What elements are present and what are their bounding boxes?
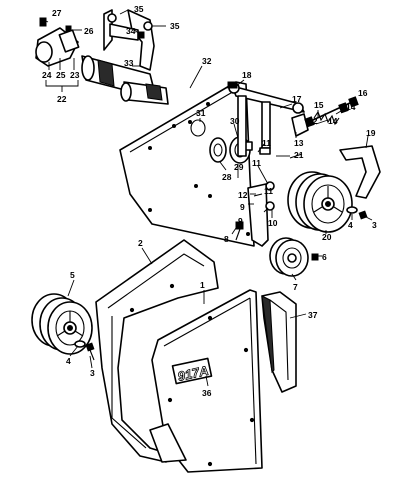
- callout-7: 7: [293, 282, 298, 292]
- callout-16: 16: [358, 88, 368, 98]
- callout-25: 25: [56, 70, 66, 80]
- callout-6: 6: [322, 252, 327, 262]
- callout-22: 22: [57, 94, 67, 104]
- callout-19: 19: [366, 128, 376, 138]
- callout-11-upper: 11: [262, 138, 271, 148]
- lower-pulley-bolt: [85, 342, 95, 361]
- callout-15: 15: [314, 100, 324, 110]
- callout-14-upper: 14: [346, 102, 356, 112]
- callout-3-right: 3: [372, 220, 377, 230]
- callout-24: 24: [42, 70, 52, 80]
- leader-lines: [43, 9, 373, 387]
- drive-pulley-bolt: [358, 210, 368, 220]
- callout-14-lower: 14: [328, 116, 338, 126]
- spring-nut-pair: [304, 96, 359, 128]
- idler-arm: [228, 82, 305, 157]
- callout-11-middle: 11: [252, 158, 261, 168]
- callout-4-right: 4: [348, 220, 353, 230]
- belt-guide-bracket: [261, 291, 297, 393]
- callout-34: 34: [126, 26, 136, 36]
- idler-pivot-bolt: [227, 81, 238, 89]
- callout-3-left: 3: [90, 368, 95, 378]
- drive-pulley-washer: [346, 206, 358, 214]
- tension-spring: [313, 110, 340, 126]
- callout-23: 23: [70, 70, 80, 80]
- callout-35-top: 35: [134, 4, 144, 14]
- guard-clip: [339, 145, 381, 199]
- callout-12-lower: 12: [238, 190, 248, 200]
- callout-12-upper: 12: [308, 116, 318, 126]
- callout-27: 27: [52, 8, 62, 18]
- callout-31: 31: [196, 108, 206, 118]
- hitch-pin: [259, 147, 271, 155]
- cotter-pin: [289, 153, 303, 159]
- callout-labels: 27 26 24 25 23 22 35 35 34 33 32 18 17 1…: [42, 4, 377, 398]
- set-screw: [65, 25, 72, 32]
- callout-21: 21: [294, 150, 304, 160]
- callout-2: 2: [138, 238, 143, 248]
- callout-10: 10: [268, 218, 278, 228]
- drive-pulley: [287, 171, 353, 233]
- callout-32: 32: [202, 56, 212, 66]
- callout-36: 36: [202, 388, 212, 398]
- idler-bracket: [247, 183, 269, 247]
- lower-pulley-washer: [74, 340, 86, 348]
- belt-guard-rear: [95, 239, 219, 463]
- callout-17: 17: [292, 94, 302, 104]
- callout-11-lower: 11: [264, 186, 273, 196]
- callout-30: 30: [230, 116, 240, 126]
- callout-35-right: 35: [170, 21, 180, 31]
- callout-37: 37: [308, 310, 318, 320]
- bearing: [209, 137, 227, 163]
- callout-26: 26: [84, 26, 94, 36]
- callout-1: 1: [200, 280, 205, 290]
- callout-9-upper: 9: [240, 202, 245, 212]
- callout-13: 13: [294, 138, 304, 148]
- idler-pulley-bolt: [311, 253, 319, 261]
- snap-ring: [190, 119, 206, 137]
- callout-8: 8: [224, 234, 229, 244]
- callout-28: 28: [222, 172, 232, 182]
- pto-shaft: [35, 27, 169, 105]
- grease-fitting: [39, 17, 47, 27]
- callout-20: 20: [322, 232, 332, 242]
- callout-9-lower: 9: [238, 216, 243, 226]
- callout-33: 33: [124, 58, 134, 68]
- callout-5: 5: [70, 270, 75, 280]
- bracket-bolt: [235, 221, 244, 241]
- callout-18: 18: [242, 70, 252, 80]
- support-bolt: [137, 31, 145, 39]
- panel-marking: 917A: [176, 363, 210, 384]
- callout-4-left: 4: [66, 356, 71, 366]
- callout-29: 29: [234, 162, 244, 172]
- belt-guard-front-panel: 917A: [149, 289, 263, 473]
- idler-pulley: [269, 237, 309, 277]
